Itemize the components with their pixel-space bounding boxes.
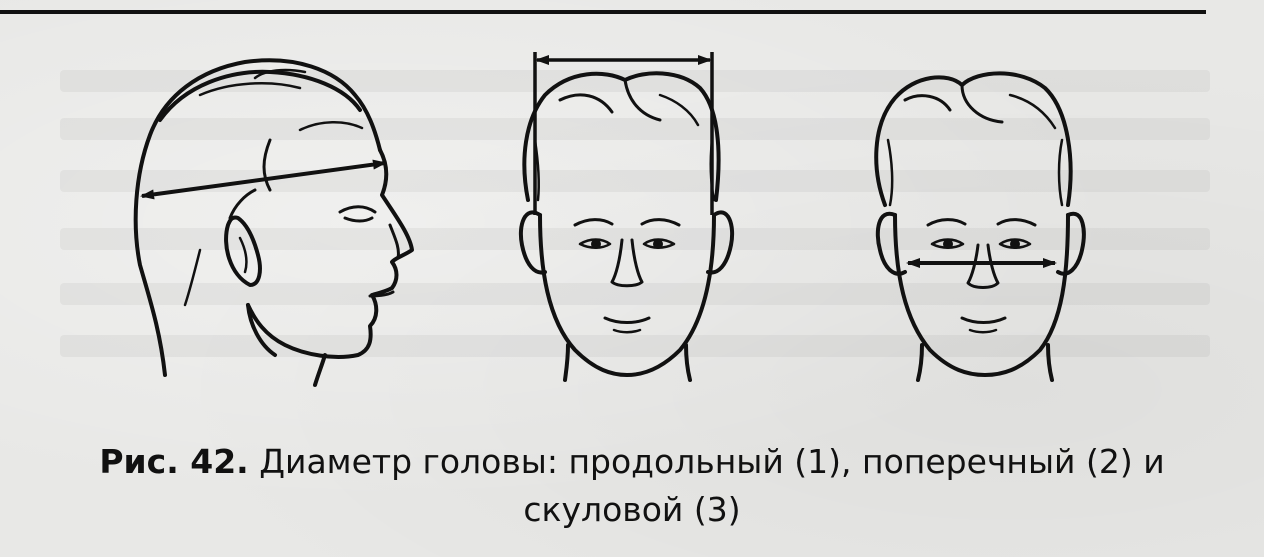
longitudinal-diameter-arrow — [140, 159, 387, 200]
caption-text-line-2: скуловой (3) — [523, 490, 741, 529]
head-front-drawing-transverse — [519, 71, 734, 382]
bleed-through-line — [60, 283, 1210, 305]
figure-caption: Рис. 42. Диаметр головы: продольный (1),… — [0, 438, 1264, 534]
caption-text-line-1: Диаметр головы: продольный (1), поперечн… — [259, 442, 1165, 481]
bleed-through-line — [60, 228, 1210, 250]
top-rule — [0, 10, 1206, 14]
head-front-drawing-zygomatic — [874, 71, 1086, 382]
caption-label: Рис. 42. — [99, 442, 249, 481]
head-profile-drawing — [133, 58, 414, 387]
head-diameters-illustration — [133, 52, 1086, 387]
caption-line-1: Рис. 42. Диаметр головы: продольный (1),… — [0, 438, 1264, 486]
